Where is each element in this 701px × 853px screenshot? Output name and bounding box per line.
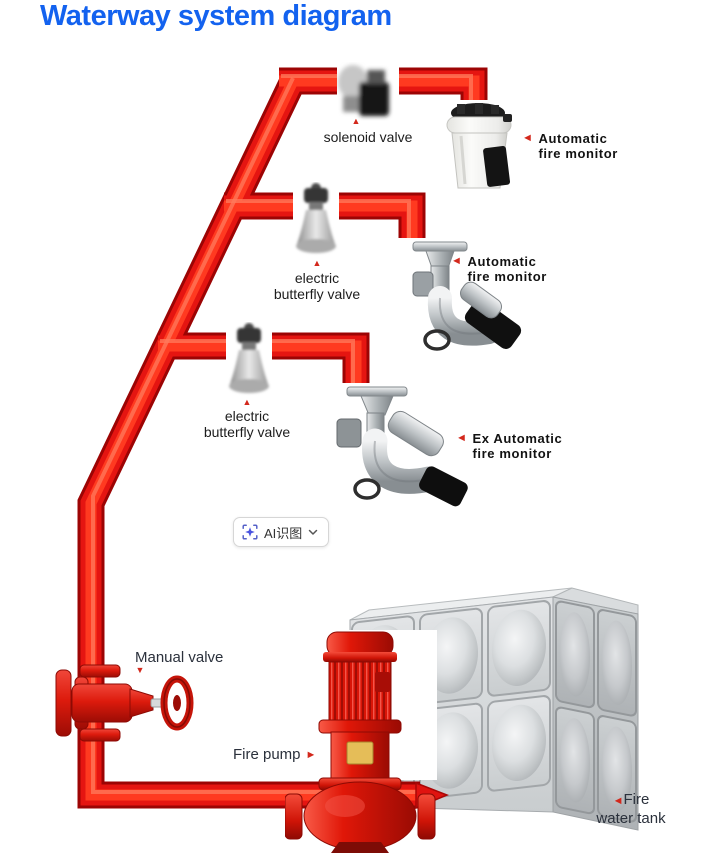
electric-butterfly-valve-upper-image [293, 182, 339, 260]
automatic-fire-monitor-top-label: ◄ Automatic fire monitor [522, 131, 618, 161]
left-pointer-icon: ◄ [522, 132, 534, 144]
label-line1: electric [224, 408, 270, 424]
right-pointer-icon: ► [305, 748, 317, 761]
solenoid-valve-image [337, 62, 399, 124]
ai-scan-icon [242, 524, 258, 540]
left-pointer-icon: ◄ [612, 795, 624, 807]
label-line2: butterfly valve [273, 286, 361, 302]
automatic-fire-monitor-middle-label: ◄ Automatic fire monitor [451, 254, 547, 284]
label-line2: fire monitor [472, 446, 552, 461]
left-pointer-icon: ◄ [451, 255, 463, 267]
ai-image-recognition-button[interactable]: AI识图 [233, 517, 330, 547]
butterfly-valve-lower-pointer-icon: ▲ [242, 397, 252, 407]
solenoid-valve-label: solenoid valve [323, 129, 413, 145]
label-line1: Ex Automatic [472, 431, 563, 446]
butterfly-valve-upper-pointer-icon: ▲ [312, 258, 322, 268]
ex-automatic-fire-monitor-image [323, 383, 473, 507]
pipe-highlights [85, 74, 480, 801]
label-line2: fire monitor [538, 146, 618, 161]
ex-automatic-fire-monitor-label: ◄ Ex Automatic fire monitor [456, 431, 562, 461]
label-line2: fire monitor [467, 269, 547, 284]
label-line1: Fire [623, 791, 650, 808]
electric-butterfly-valve-lower-label: electric butterfly valve [177, 408, 317, 440]
left-pointer-icon: ◄ [456, 432, 468, 444]
page-title: Waterway system diagram [40, 0, 392, 32]
label-line1: electric [294, 270, 340, 286]
manual-valve-label: Manual valve [135, 649, 224, 666]
automatic-fire-monitor-middle-image [393, 238, 529, 362]
manual-valve-pointer-icon: ▼ [135, 665, 145, 675]
manual-valve-image [50, 662, 195, 744]
label-text: Fire pump [233, 746, 301, 763]
label-line1: Automatic [538, 131, 608, 146]
fire-pump-image [284, 630, 440, 853]
solenoid-valve-pointer-icon: ▲ [351, 116, 361, 126]
electric-butterfly-valve-upper-label: electric butterfly valve [247, 270, 387, 302]
label-line1: Automatic [467, 254, 537, 269]
fire-water-tank-label: ◄Fire water tank [583, 790, 679, 828]
label-line2: water tank [596, 810, 666, 827]
electric-butterfly-valve-lower-image [226, 322, 272, 400]
label-line2: butterfly valve [203, 424, 291, 440]
chevron-down-icon [309, 529, 318, 535]
ai-button-label: AI识图 [264, 525, 303, 541]
automatic-fire-monitor-top-image [441, 100, 519, 194]
fire-pump-label: Fire pump ► [233, 746, 316, 763]
